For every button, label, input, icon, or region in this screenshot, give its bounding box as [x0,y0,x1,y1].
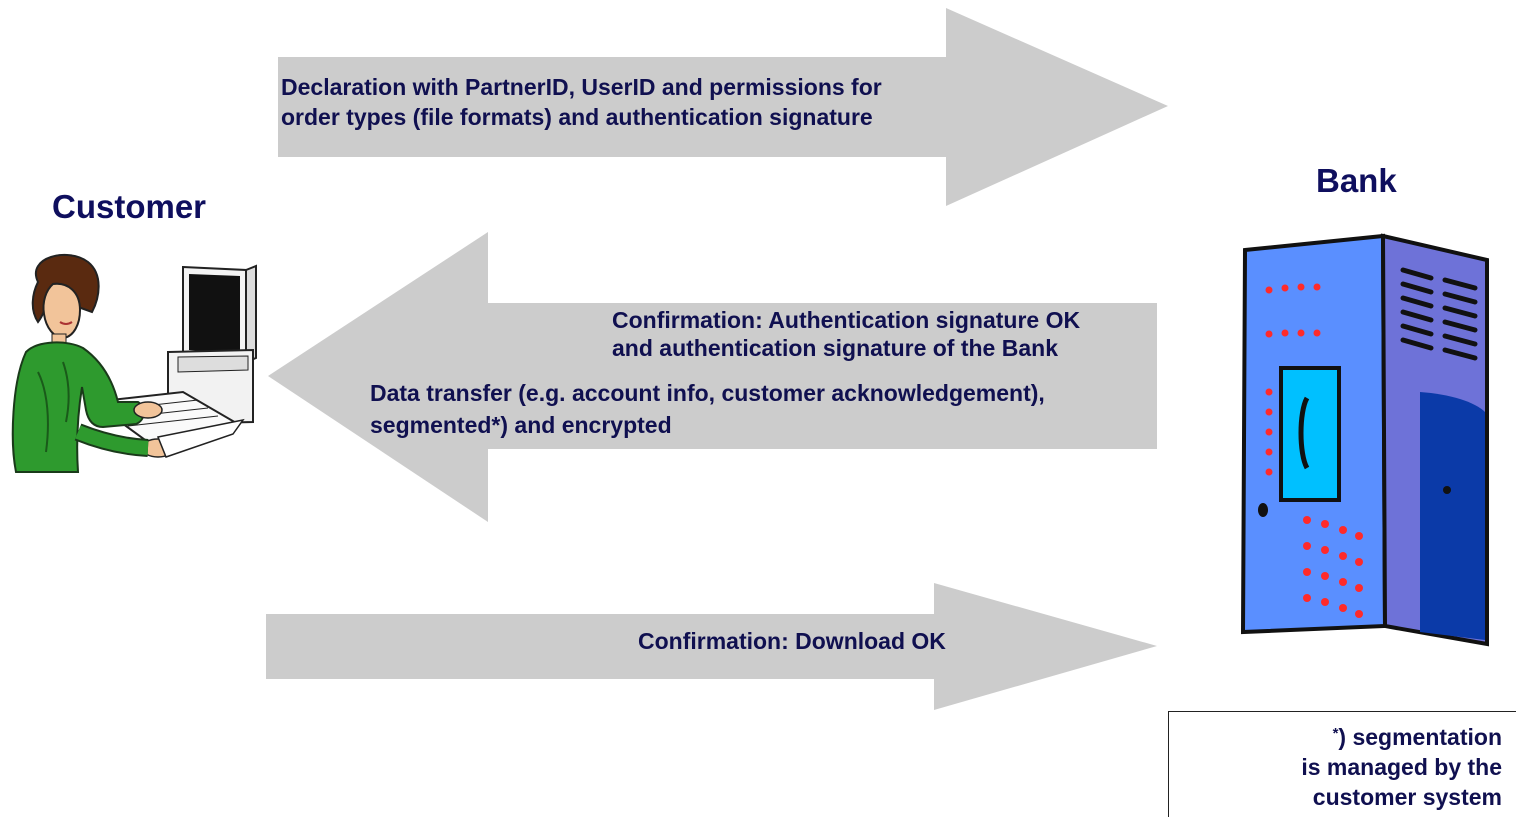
footnote-line1-text: ) segmentation [1338,724,1502,750]
customer-title: Customer [52,188,207,225]
footnote-box: *) segmentation is managed by the custom… [1168,711,1516,817]
arrow-middle-confirm-line1: Confirmation: Authentication signature O… [612,307,1081,333]
arrow-middle-transfer-line2: segmented*) and encrypted [370,412,672,438]
arrow-top-label-line2: order types (file formats) and authentic… [281,104,873,130]
footnote-line3: customer system [1312,784,1502,810]
arrow-middle-left [268,232,1157,522]
arrow-bottom-right [266,583,1157,710]
arrow-bottom-label: Confirmation: Download OK [638,628,946,654]
footnote-line2: is managed by the [1301,754,1502,780]
arrow-middle-confirm-line2: and authentication signature of the Bank [612,335,1058,361]
person-at-computer-icon [11,253,257,473]
bank-title: Bank [1316,162,1397,199]
arrow-top-right [278,8,1168,206]
server-tower-icon [1240,233,1489,647]
arrow-middle-transfer-line1: Data transfer (e.g. account info, custom… [370,380,1045,406]
footnote-line1: *) segmentation [1333,724,1502,751]
arrow-top-label-line1: Declaration with PartnerID, UserID and p… [281,74,882,100]
footnote-marker: * [1332,725,1339,742]
